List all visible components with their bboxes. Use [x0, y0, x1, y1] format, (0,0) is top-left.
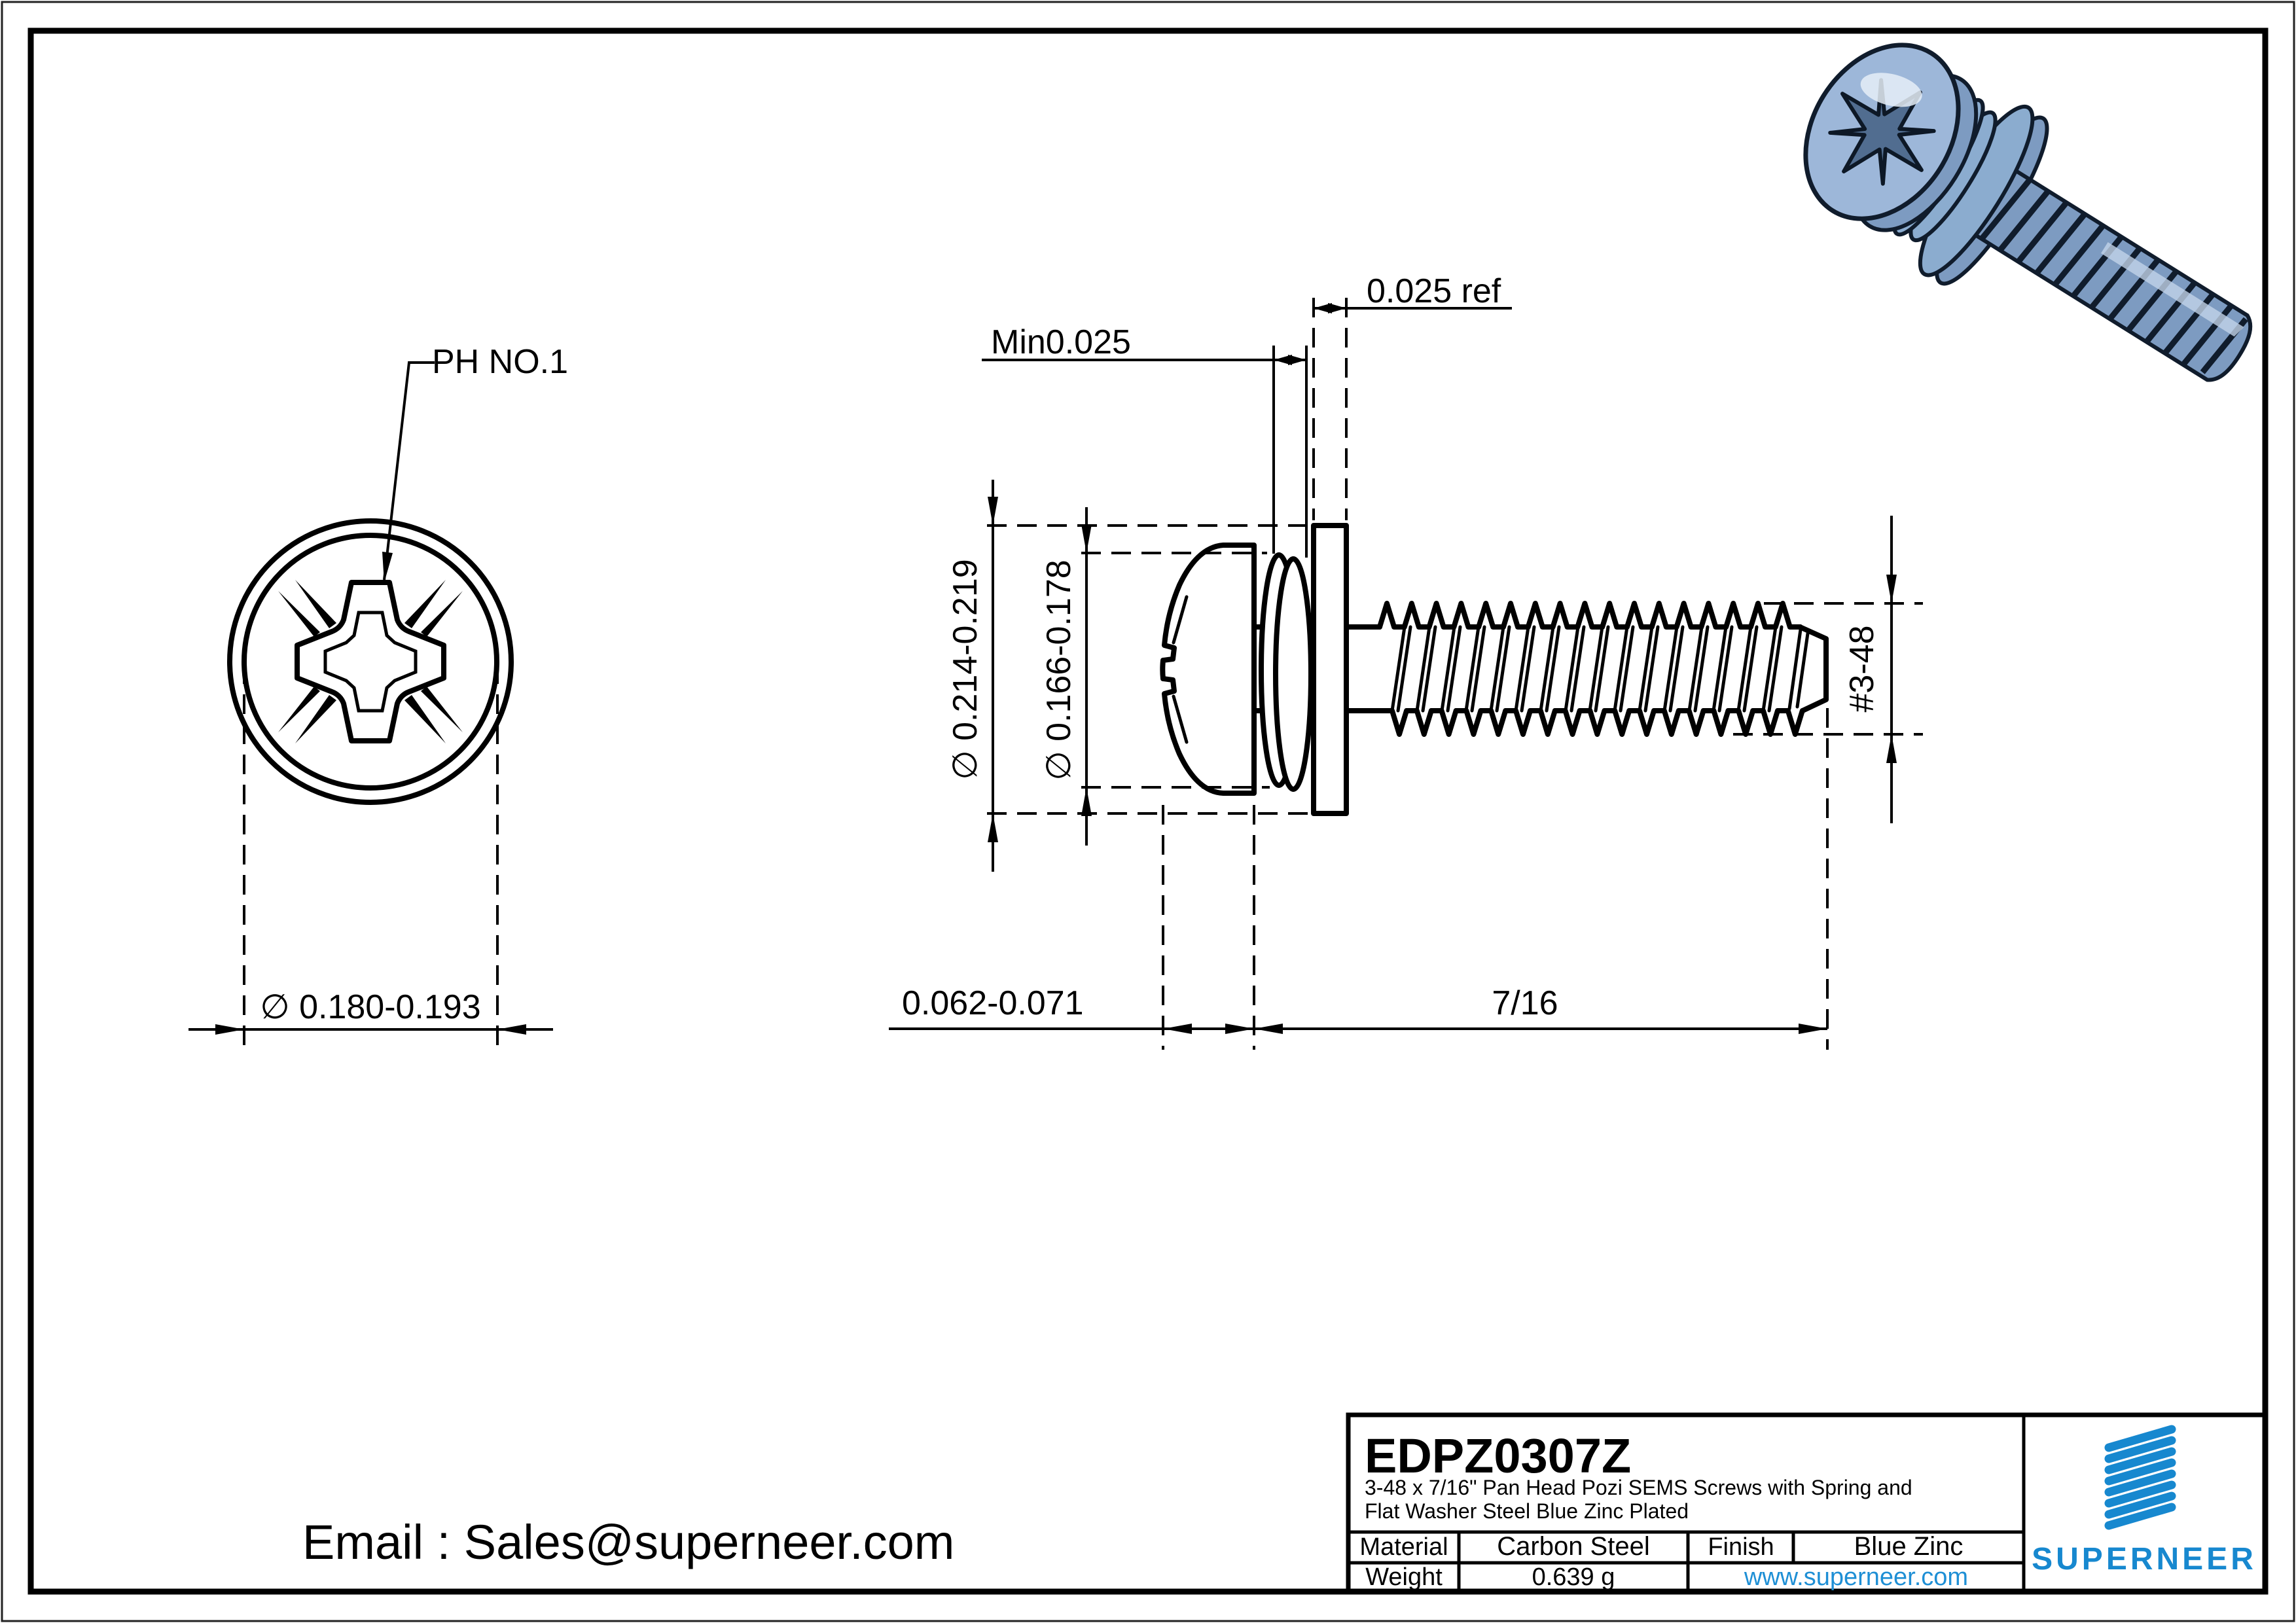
thread-flank-lines	[1390, 625, 1810, 713]
washer-outline-circle	[227, 518, 514, 805]
dimension-thread-size: #3-48	[1733, 516, 1923, 823]
material-value: Carbon Steel	[1497, 1532, 1649, 1561]
brand-logo: SUPERNEER	[2032, 1425, 2257, 1577]
washer-od-text: ∅ 0.214-0.219	[946, 559, 984, 779]
email-text: Email : Sales@superneer.com	[302, 1515, 954, 1569]
head-height-text: 0.062-0.071	[902, 984, 1084, 1022]
weight-label: Weight	[1365, 1563, 1443, 1591]
top-view	[227, 518, 514, 805]
dimension-head-diameter: ∅ 0.180-0.193	[188, 664, 553, 1048]
thread-bottom-profile	[1377, 708, 1805, 737]
spring-thickness-text: Min0.025	[991, 323, 1131, 361]
description-line1: 3-48 x 7/16" Pan Head Pozi SEMS Screws w…	[1365, 1476, 1912, 1499]
part-number: EDPZ0307Z	[1365, 1429, 1631, 1483]
sheet-frame	[27, 27, 2269, 1595]
pozi-recess-inner	[323, 611, 418, 713]
dimension-thread-length: 7/16	[1254, 708, 1829, 1050]
pozi-identification-ticks	[278, 580, 463, 743]
head-outline-circle	[242, 533, 499, 791]
screw-3d-flat-washer	[1918, 104, 2035, 277]
dimension-spring-od: ∅ 0.166-0.178	[1040, 507, 1270, 846]
side-view	[1160, 523, 1829, 816]
finish-value: Blue Zinc	[1854, 1532, 1964, 1561]
washer-thickness-text: 0.025 ref	[1367, 272, 1501, 310]
spring-washer-front	[1273, 556, 1314, 792]
material-label: Material	[1359, 1533, 1448, 1561]
recess-cone-edge-upper	[1172, 595, 1189, 645]
thread-tip	[1797, 624, 1829, 713]
dimension-drive-label: PH NO.1	[382, 343, 568, 582]
pan-head-profile	[1160, 543, 1257, 796]
dimension-spring-thickness: Min0.025	[982, 323, 1308, 558]
head-diameter-text: ∅ 0.180-0.193	[260, 988, 480, 1026]
pozi-recess-outline	[295, 580, 446, 743]
brand-logo-stripes-icon	[2104, 1425, 2176, 1530]
website-link[interactable]: www.superneer.com	[1744, 1563, 1968, 1591]
title-block: EDPZ0307Z 3-48 x 7/16" Pan Head Pozi SEM…	[1346, 1412, 2267, 1594]
screw-3d-render	[1803, 43, 2253, 382]
recess-cone-edge-lower	[1172, 694, 1189, 744]
dimension-head-height: 0.062-0.071	[889, 805, 1255, 1050]
thread-top-profile	[1377, 601, 1803, 630]
drive-label-text: PH NO.1	[432, 343, 568, 381]
dimension-washer-thickness: 0.025 ref	[1312, 272, 1512, 520]
dimension-washer-od: ∅ 0.214-0.219	[946, 480, 1314, 872]
thread-length-text: 7/16	[1492, 984, 1558, 1022]
weight-value: 0.639 g	[1532, 1563, 1615, 1591]
description-line2: Flat Washer Steel Blue Zinc Plated	[1365, 1499, 1689, 1523]
spring-od-text: ∅ 0.166-0.178	[1040, 560, 1078, 780]
flat-washer	[1311, 523, 1349, 816]
finish-label: Finish	[1708, 1533, 1774, 1561]
thread-size-text: #3-48	[1843, 626, 1881, 713]
brand-name: SUPERNEER	[2032, 1542, 2257, 1577]
